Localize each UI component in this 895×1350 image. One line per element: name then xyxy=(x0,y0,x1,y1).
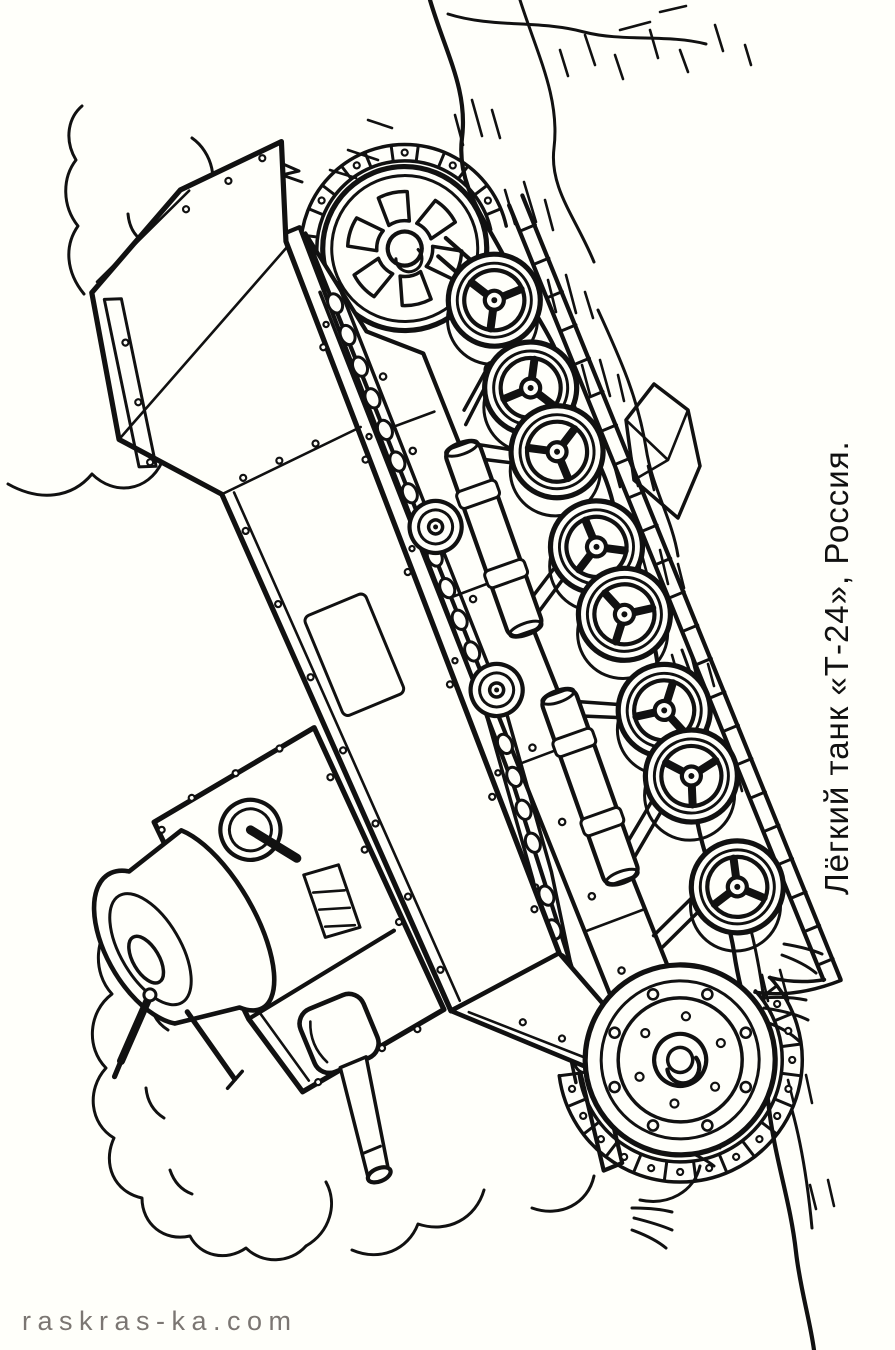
drive-sprocket xyxy=(557,962,804,1184)
tank-group xyxy=(89,139,843,1185)
gun-barrel xyxy=(338,1055,390,1178)
aa-machine-gun xyxy=(117,996,152,1065)
rock xyxy=(624,382,702,520)
vision-slit xyxy=(302,863,362,939)
mg-ball-mount xyxy=(218,797,283,862)
footer-site-label: raskras-ka.com xyxy=(22,1306,298,1336)
cupola-group xyxy=(91,828,277,1091)
main-gun xyxy=(297,991,393,1185)
turret-group xyxy=(151,725,447,1095)
caption-text: Лёгкий танк «Т-24», Россия. xyxy=(818,440,855,895)
gun-muzzle xyxy=(365,1165,393,1185)
bow-machine-gun xyxy=(184,1009,238,1082)
return-rollers xyxy=(407,498,525,719)
road-wheels-group xyxy=(417,233,821,953)
